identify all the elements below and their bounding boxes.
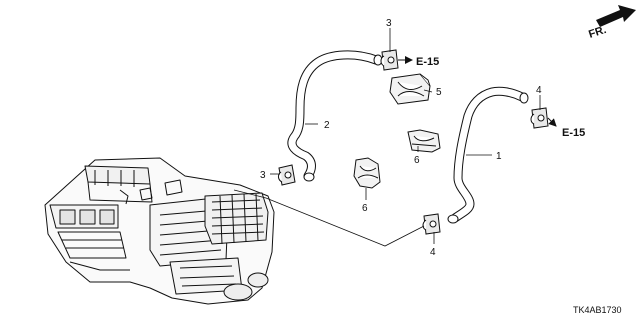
direction-label: FR. — [587, 24, 608, 41]
callout-3-top: 3 — [386, 18, 392, 29]
callout-6-center: 6 — [362, 203, 368, 214]
arrow-right-icon — [596, 5, 636, 27]
callout-1: 1 — [496, 151, 502, 162]
diagram-code: TK4AB1730 — [573, 305, 622, 315]
leader-lines — [233, 28, 541, 247]
ref-right-label: E-15 — [562, 127, 585, 139]
callout-4-bottom: 4 — [430, 247, 436, 258]
callout-5: 5 — [436, 87, 442, 98]
callout-6-right: 6 — [414, 155, 420, 166]
clip-6-center-illustration — [353, 157, 381, 189]
clip-4-right-illustration — [530, 107, 549, 129]
clip-4-bottom-illustration — [422, 213, 441, 235]
callout-2: 2 — [324, 120, 330, 131]
ref-top-label: E-15 — [416, 56, 439, 68]
clip-3-left-illustration — [278, 164, 296, 186]
clip-3-top-illustration — [380, 49, 399, 71]
clamp-5-illustration — [389, 73, 431, 105]
heater-unit-illustration — [44, 157, 275, 305]
callout-3-left: 3 — [260, 170, 266, 181]
ref-right-arrow — [547, 117, 557, 127]
hose-1-illustration — [447, 86, 529, 224]
clip-6-right-illustration — [407, 129, 441, 153]
direction-arrow: FR. — [587, 5, 636, 41]
callout-4-right: 4 — [536, 85, 542, 96]
hose-2-illustration — [287, 50, 383, 182]
